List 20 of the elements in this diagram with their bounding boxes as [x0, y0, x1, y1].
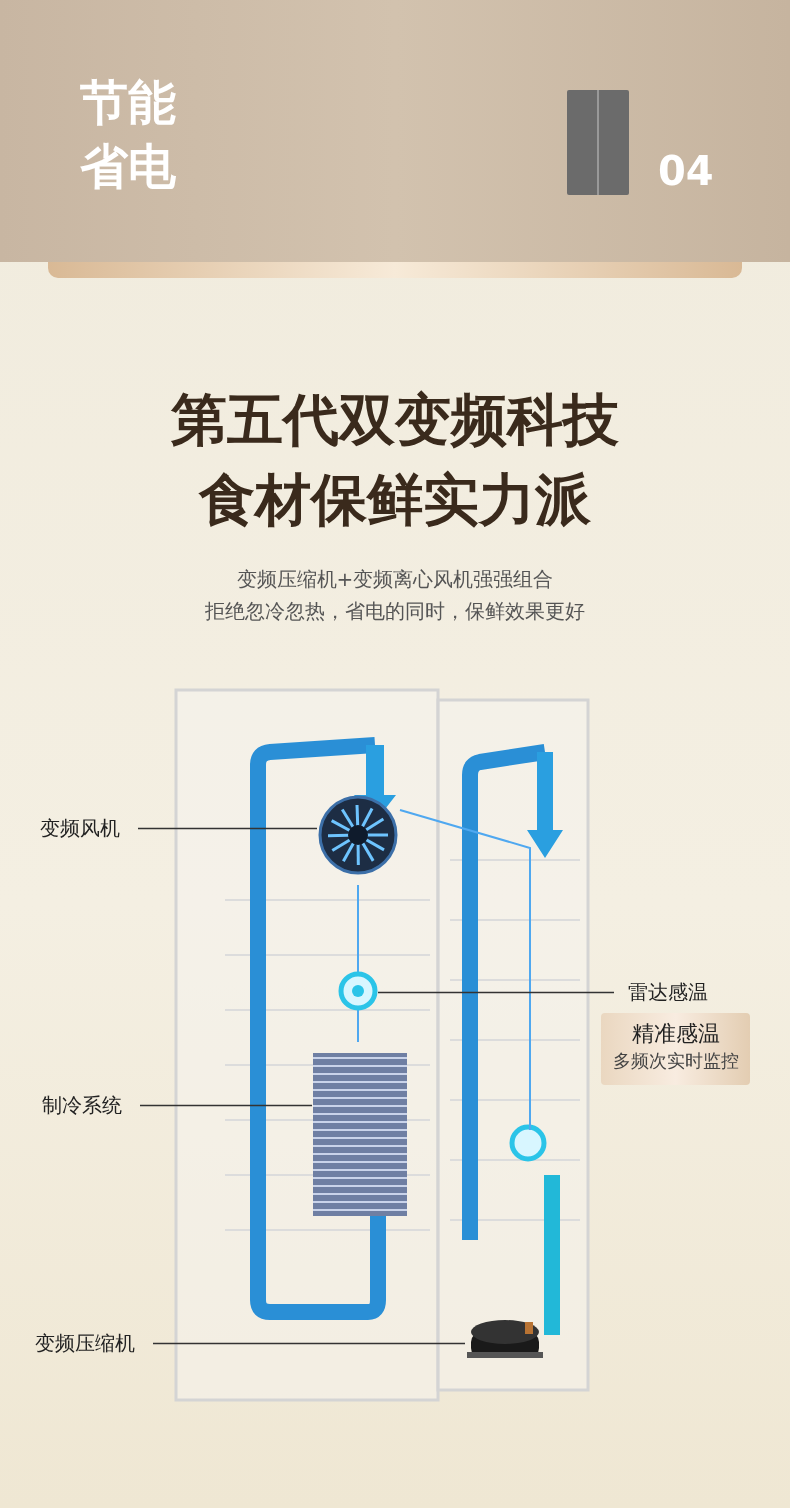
compressor-drawing	[467, 1320, 543, 1358]
evaporator-drawing	[313, 1053, 407, 1216]
card-text: 多频次实时监控	[611, 1049, 740, 1073]
sensor-icon	[341, 974, 375, 1008]
part-label: 雷达感温	[628, 979, 708, 1006]
part-label: 制冷系统	[42, 1092, 122, 1119]
part-label: 变频风机	[40, 815, 120, 842]
section-number: 04	[658, 148, 714, 194]
subtitle: 拒绝忽冷忽热，省电的同时，保鲜效果更好	[204, 598, 586, 625]
info-card	[601, 1013, 750, 1085]
leader-line	[137, 827, 318, 830]
card-heading: 精准感温	[630, 1020, 721, 1048]
fan-drawing	[320, 797, 396, 873]
leader-line	[152, 1342, 466, 1345]
leader-line	[377, 991, 615, 994]
part-label: 变频压缩机	[35, 1330, 135, 1357]
leader-line	[139, 1104, 313, 1107]
main-title: 第五代双变频科技食材保鲜实力派	[170, 386, 620, 534]
subtitle: 变频压缩机+变频离心风机强强组合	[235, 566, 555, 593]
header-heading: 节能省电	[80, 73, 177, 196]
